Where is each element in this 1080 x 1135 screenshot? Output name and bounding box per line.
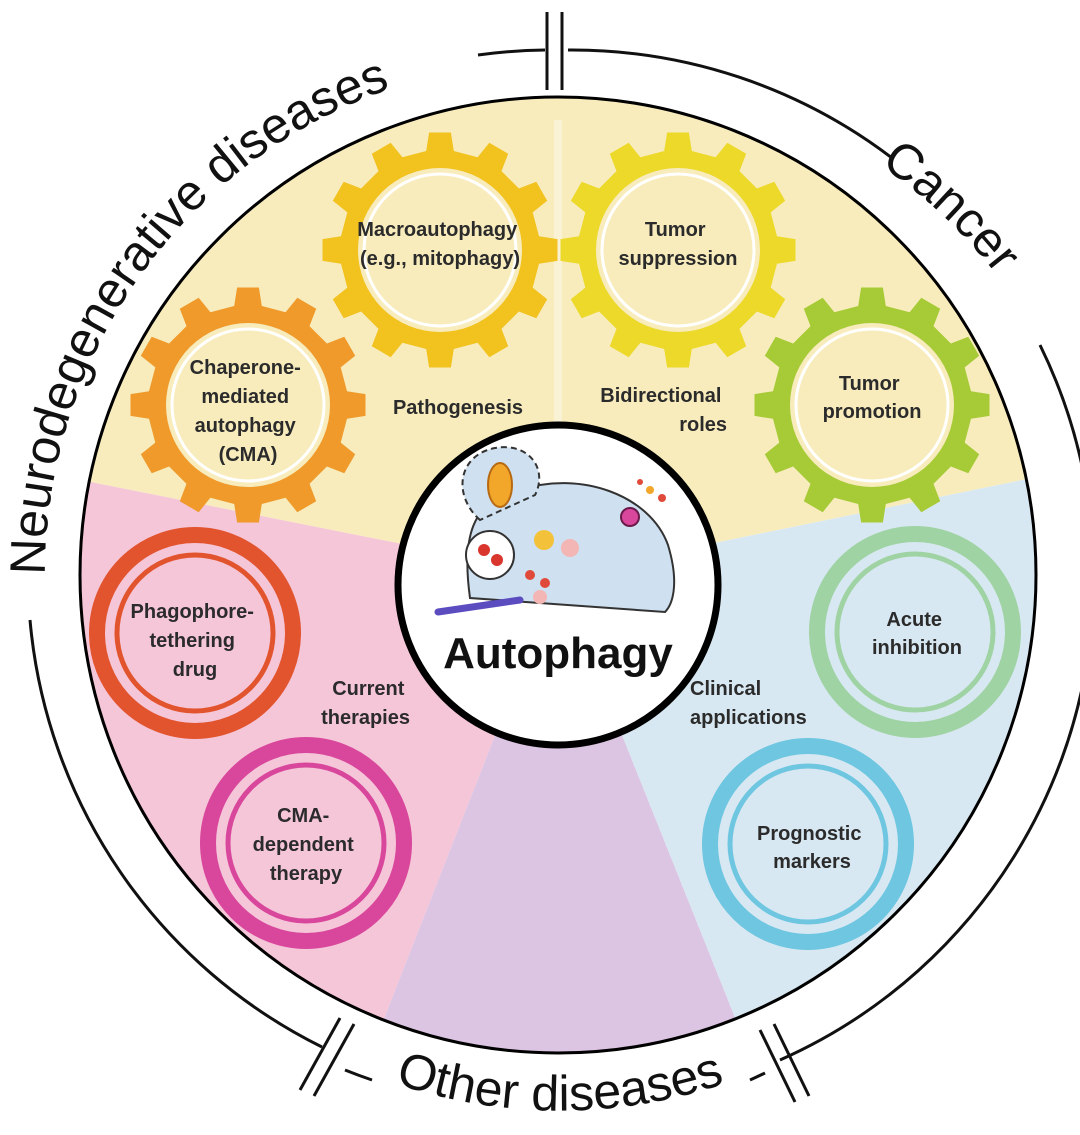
dot-c	[533, 590, 547, 604]
macroautophagy-label: Macroautophagy (e.g., mitophagy)	[357, 219, 523, 270]
outer-arcs	[28, 48, 1080, 1082]
gear-macro-inner-ring	[362, 172, 518, 328]
gear-tp-inner-ring	[794, 327, 950, 483]
cma-gear	[130, 287, 366, 523]
gear-cma-hub	[166, 323, 330, 487]
tumor-promotion-label: Tumor promotion	[823, 373, 922, 423]
autophagy-cell-icon	[434, 446, 676, 616]
prognostic-markers-ring	[702, 738, 914, 950]
pathogenesis-label: Pathogenesis	[393, 397, 523, 419]
arc-right	[779, 344, 1080, 1062]
vesicle-icon	[534, 530, 554, 550]
lysosome-icon	[561, 539, 579, 557]
arc-bottom-2	[749, 1071, 766, 1082]
receptor-icon	[620, 507, 640, 527]
arc-top-right	[567, 48, 893, 160]
acute-inhibition-label: Acute inhibition	[872, 609, 962, 659]
cma-label: Chaperone- mediated autophagy (CMA)	[190, 357, 307, 466]
dot-b	[540, 578, 550, 588]
clinical-applications-label: Clinical applications	[690, 678, 807, 729]
gear-tp-hub	[790, 323, 954, 487]
break-right-2	[772, 1023, 811, 1097]
bidirectional-label: Bidirectional roles	[600, 385, 727, 436]
gear-ts-hub	[596, 168, 760, 332]
macroautophagy-gear	[322, 132, 558, 368]
center-circle: Autophagy	[394, 421, 722, 749]
drug-molecule-icon	[434, 596, 524, 616]
cma-therapy-label: CMA- dependent therapy	[253, 805, 360, 885]
tumor-promotion-gear	[754, 287, 990, 523]
cargo-dot-2	[491, 554, 503, 566]
phagophore-ring	[89, 527, 301, 739]
cma-therapy-ring	[200, 737, 412, 949]
arc-bottom	[344, 1068, 373, 1082]
gear-macro-hub	[358, 168, 522, 332]
arc-break-marks	[298, 12, 811, 1103]
tumor-suppression-gear	[560, 132, 796, 368]
disc-outline	[78, 95, 1038, 1055]
autophagosome-icon	[465, 530, 515, 580]
tumor-suppression-label: Tumor suppression	[619, 219, 738, 270]
arc-bottom-left	[28, 619, 323, 1049]
prognostic-markers-label: Prognostic markers	[757, 823, 867, 873]
phagophore-drug-label: Phagophore- tethering drug	[131, 601, 260, 681]
arc-top-left	[477, 48, 546, 57]
dot-a	[525, 570, 535, 580]
dot-f	[637, 479, 643, 485]
current-therapies-label: Current therapies	[321, 678, 410, 729]
break-left-2	[312, 1023, 356, 1097]
center-title: Autophagy	[443, 629, 673, 678]
break-right-1	[758, 1029, 797, 1103]
dot-d	[646, 486, 654, 494]
break-left-1	[298, 1017, 342, 1091]
gear-ts-inner-ring	[600, 172, 756, 328]
acute-inhibition-ring	[809, 526, 1021, 738]
dot-e	[658, 494, 666, 502]
gear-cma-inner-ring	[170, 327, 326, 483]
mitochondrion-icon	[487, 462, 513, 508]
sector-bottom	[360, 575, 760, 1053]
cargo-dot-1	[478, 544, 490, 556]
